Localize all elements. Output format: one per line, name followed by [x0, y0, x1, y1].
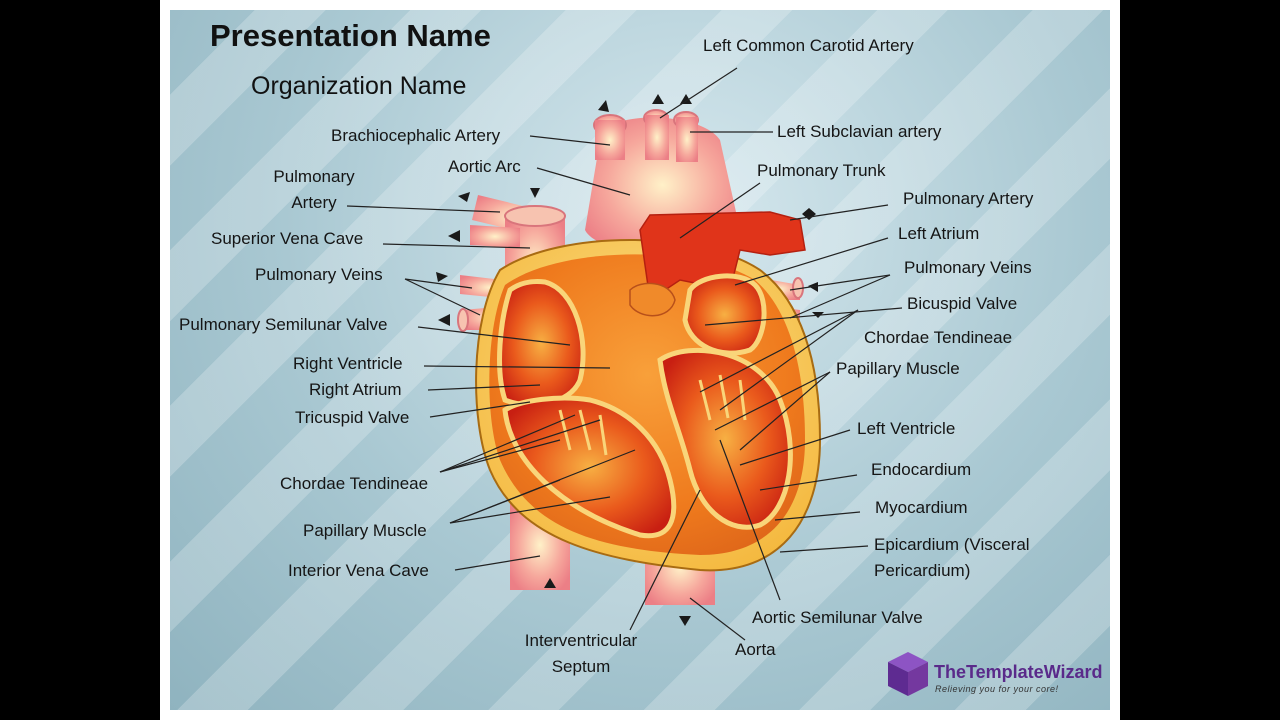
- leader-lines: [346, 67, 903, 641]
- label-right-atrium: Right Atrium: [309, 380, 402, 399]
- label-left-common-carotid-artery: Left Common Carotid Artery: [703, 36, 914, 55]
- label-brachiocephalic-artery: Brachiocephalic Artery: [331, 126, 501, 145]
- label-papillary-muscle-right: Papillary Muscle: [303, 521, 427, 540]
- label-chordae-tendineae-right: Chordae Tendineae: [280, 474, 429, 493]
- presentation-title: Presentation Name: [210, 18, 491, 53]
- label-chordae-tendineae-left: Chordae Tendineae: [864, 328, 1013, 347]
- label-left-atrium: Left Atrium: [898, 224, 980, 243]
- label-interventricular-septum: Interventricular Septum: [524, 631, 638, 676]
- label-pulmonary-semilunar-valve: Pulmonary Semilunar Valve: [179, 315, 388, 334]
- label-right-ventricle: Right Ventricle: [293, 354, 403, 373]
- label-pulmonary-artery-right-side: Pulmonary Artery: [273, 167, 355, 212]
- label-endocardium: Endocardium: [871, 460, 972, 479]
- wizard-cube-icon: [888, 652, 928, 696]
- label-pulmonary-artery-left-side: Pulmonary Artery: [903, 189, 1034, 208]
- label-tricuspid-valve: Tricuspid Valve: [295, 408, 410, 427]
- label-pulmonary-trunk: Pulmonary Trunk: [757, 161, 886, 180]
- label-pulmonary-veins-left: Pulmonary Veins: [904, 258, 1032, 277]
- label-bicuspid-valve: Bicuspid Valve: [907, 294, 1018, 313]
- label-pulmonary-veins-right: Pulmonary Veins: [255, 265, 383, 284]
- right-ventricle-chamber: [502, 395, 677, 539]
- label-aortic-semilunar-valve: Aortic Semilunar Valve: [752, 608, 923, 627]
- label-aortic-arc: Aortic Arc: [448, 157, 521, 176]
- logo-tagline: Relieving you for your core!: [935, 684, 1059, 694]
- label-aorta: Aorta: [735, 640, 776, 659]
- label-superior-vena-cava: Superior Vena Cave: [211, 229, 364, 248]
- label-myocardium: Myocardium: [875, 498, 968, 517]
- left-ventricle-chamber: [657, 347, 793, 530]
- organization-name: Organization Name: [251, 72, 467, 100]
- left-atrium-chamber: [682, 273, 767, 356]
- logo-name: TheTemplateWizard: [934, 662, 1103, 682]
- label-interior-vena-cava: Interior Vena Cave: [288, 561, 429, 580]
- label-epicardium: Epicardium (Visceral Pericardium): [874, 535, 1030, 580]
- right-atrium-chamber: [497, 279, 586, 408]
- pulmonary-trunk-shape: [639, 211, 806, 302]
- label-left-ventricle: Left Ventricle: [857, 419, 956, 438]
- label-left-subclavian-artery: Left Subclavian artery: [777, 122, 942, 141]
- label-papillary-muscle-left: Papillary Muscle: [836, 359, 960, 378]
